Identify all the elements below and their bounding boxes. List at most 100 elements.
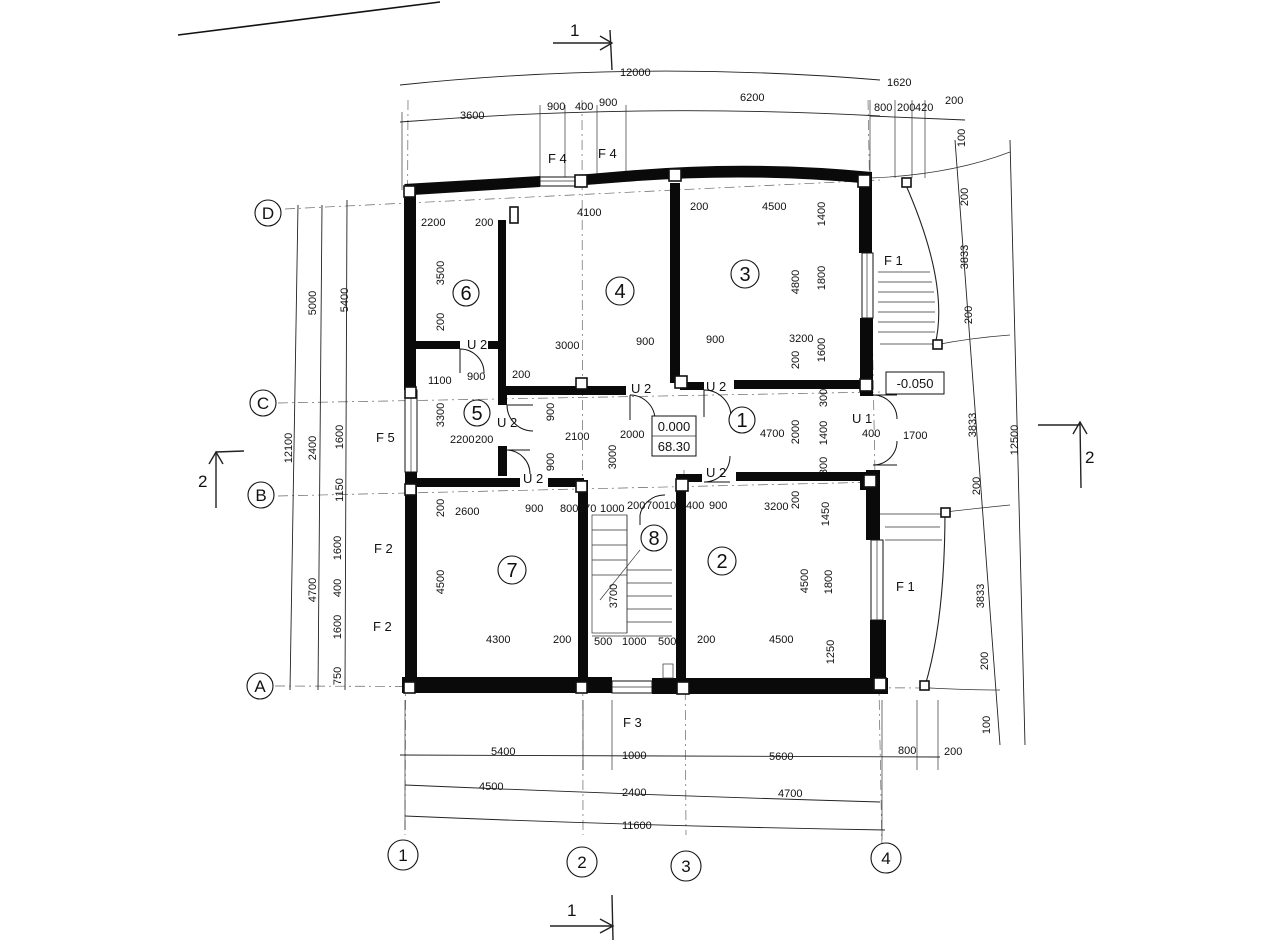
vertical-dimension-texts: 12100 5000 2400 4700 5400 1600 1150 1600… [283, 129, 1021, 734]
svg-text:5: 5 [471, 403, 482, 425]
svg-text:10: 10 [664, 500, 676, 512]
svg-text:300: 300 [818, 457, 830, 475]
svg-text:200: 200 [971, 477, 983, 495]
svg-text:200: 200 [475, 434, 493, 446]
svg-text:1450: 1450 [820, 502, 832, 526]
svg-text:200: 200 [512, 369, 530, 381]
svg-text:1100: 1100 [428, 375, 452, 387]
porch-outline [878, 177, 951, 691]
door-label-u2: U 2 [706, 379, 726, 394]
window-label-f2: F 2 [374, 541, 393, 556]
axis-bubble-1: 1 [387, 839, 419, 871]
svg-text:4700: 4700 [307, 578, 319, 602]
section-marker-1-bottom: 1 [550, 894, 615, 941]
svg-text:4800: 4800 [790, 270, 802, 294]
svg-text:4500: 4500 [435, 570, 447, 594]
svg-text:900: 900 [599, 97, 617, 109]
svg-text:8: 8 [648, 528, 659, 550]
door-label-u2: U 2 [523, 471, 543, 486]
svg-text:100: 100 [981, 716, 993, 734]
svg-text:1600: 1600 [332, 615, 344, 639]
svg-text:400: 400 [686, 500, 704, 512]
svg-text:2: 2 [716, 551, 727, 573]
svg-text:2400: 2400 [307, 436, 319, 460]
svg-text:3: 3 [739, 264, 750, 286]
svg-text:4500: 4500 [762, 201, 786, 213]
svg-text:2100: 2100 [565, 431, 589, 443]
section-marker-1-top: 1 [553, 21, 614, 71]
axis-bubble-3: 3 [670, 850, 702, 882]
sheet-edge-line [177, 1, 441, 36]
svg-text:900: 900 [636, 336, 654, 348]
axis-bubble-4: 4 [870, 842, 902, 874]
svg-text:3833: 3833 [967, 413, 979, 437]
door-label-u2: U 2 [631, 381, 651, 396]
svg-text:900: 900 [525, 503, 543, 515]
svg-text:500: 500 [658, 636, 676, 648]
svg-text:D: D [262, 204, 274, 223]
svg-text:200: 200 [944, 746, 962, 758]
svg-text:200: 200 [897, 102, 915, 114]
svg-text:400: 400 [575, 101, 593, 113]
room-marker-6: 6 [452, 279, 480, 307]
svg-text:3200: 3200 [764, 501, 788, 513]
svg-text:4: 4 [881, 849, 890, 868]
svg-text:1150: 1150 [334, 478, 346, 502]
svg-text:1400: 1400 [818, 421, 830, 445]
svg-text:2000: 2000 [620, 429, 644, 441]
svg-text:3500: 3500 [435, 261, 447, 285]
axis-bubble-A: A [246, 672, 274, 700]
svg-text:900: 900 [545, 453, 557, 471]
svg-text:12100: 12100 [283, 433, 295, 464]
svg-text:4100: 4100 [577, 207, 601, 219]
svg-text:4500: 4500 [799, 569, 811, 593]
svg-text:800: 800 [560, 503, 578, 515]
axis-bubble-2: 2 [566, 846, 598, 878]
svg-text:12500: 12500 [1009, 425, 1021, 456]
svg-text:1250: 1250 [825, 640, 837, 664]
svg-text:4500: 4500 [769, 634, 793, 646]
axis-bubble-B: B [247, 481, 275, 509]
svg-text:900: 900 [467, 371, 485, 383]
svg-text:400: 400 [332, 579, 344, 597]
svg-text:1000: 1000 [622, 750, 646, 762]
svg-text:200: 200 [963, 306, 975, 324]
svg-text:200: 200 [690, 201, 708, 213]
room-marker-3: 3 [730, 259, 760, 289]
window-label-f4: F 4 [598, 146, 617, 161]
room-marker-7: 7 [497, 555, 527, 585]
room-marker-5: 5 [463, 399, 491, 427]
svg-text:200: 200 [697, 634, 715, 646]
door-label-u2: U 2 [467, 337, 487, 352]
svg-text:1620: 1620 [887, 77, 911, 89]
section-mark-label: 1 [567, 901, 576, 920]
door-label-u2: U 2 [497, 415, 517, 430]
svg-text:2400: 2400 [622, 787, 646, 799]
svg-text:3833: 3833 [975, 584, 987, 608]
section-mark-label: 2 [198, 472, 207, 491]
svg-text:300: 300 [818, 389, 830, 407]
svg-text:C: C [257, 394, 269, 413]
svg-text:11600: 11600 [622, 820, 652, 832]
svg-text:200: 200 [979, 652, 991, 670]
svg-text:5600: 5600 [769, 751, 793, 763]
room-marker-2: 2 [707, 546, 737, 576]
staircase [591, 514, 674, 679]
svg-text:900: 900 [547, 101, 565, 113]
svg-text:3700: 3700 [608, 584, 620, 608]
room-markers: 1 2 3 4 5 6 7 8 [452, 259, 760, 585]
svg-text:200: 200 [435, 499, 447, 517]
svg-text:7: 7 [506, 560, 517, 582]
door-label-u2: U 2 [706, 465, 726, 480]
svg-text:3833: 3833 [959, 245, 971, 269]
svg-text:4500: 4500 [479, 781, 503, 793]
dimension-lines [289, 70, 1026, 840]
svg-text:200: 200 [959, 188, 971, 206]
svg-text:1: 1 [736, 410, 747, 432]
svg-text:700: 700 [646, 500, 664, 512]
room-marker-4: 4 [605, 276, 635, 306]
window-label-f4: F 4 [548, 151, 567, 166]
svg-text:800: 800 [874, 102, 892, 114]
svg-text:1700: 1700 [903, 430, 927, 442]
svg-text:1000: 1000 [600, 503, 624, 515]
